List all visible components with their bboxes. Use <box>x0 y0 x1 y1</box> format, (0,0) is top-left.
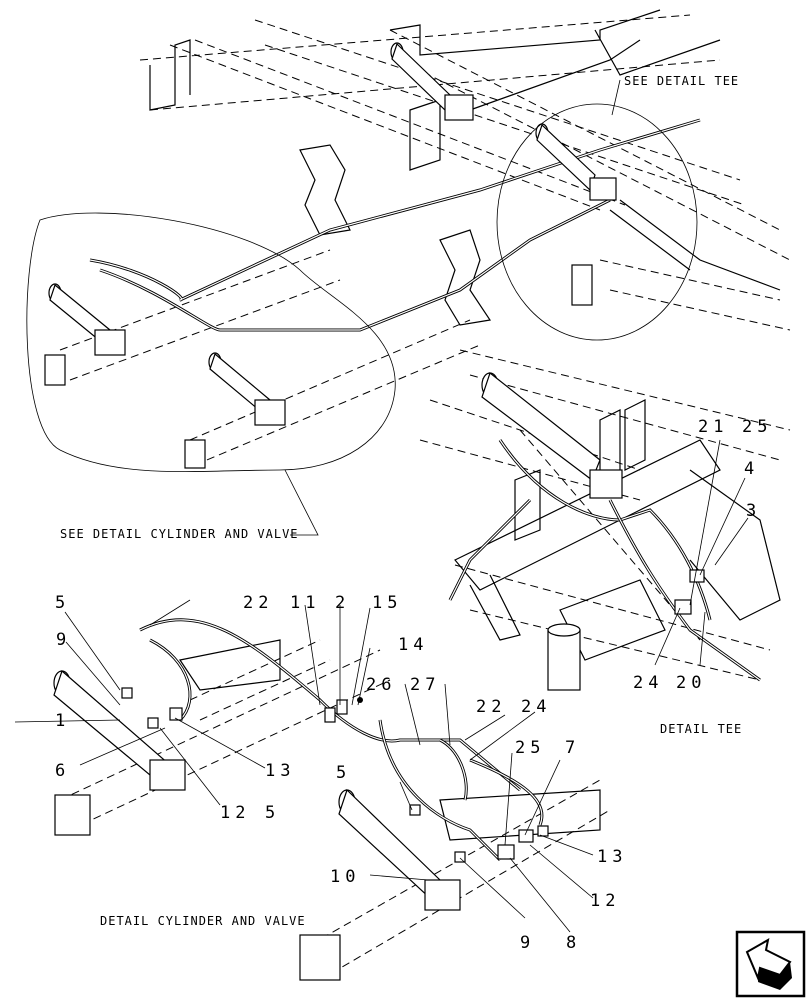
callout-cyl-13-right: 13 <box>597 847 627 867</box>
callout-tee-20: 20 <box>676 673 706 693</box>
callout-cyl-25: 25 <box>515 738 545 758</box>
callout-cyl-9-bottom: 9 <box>520 933 535 953</box>
callout-cyl-22-mid: 22 <box>476 697 506 717</box>
detail-cylinder-view <box>14 599 611 981</box>
overview-assembly <box>26 9 791 536</box>
callout-cyl-27: 27 <box>410 675 440 695</box>
callout-cyl-26: 26 <box>366 675 396 695</box>
cylinder-left-top <box>48 283 126 356</box>
callout-cyl-12-left: 12 <box>220 803 250 823</box>
callout-cyl-24: 24 <box>521 697 551 717</box>
callout-cyl-22-top: 22 <box>243 593 273 613</box>
callout-tee-3: 3 <box>746 501 761 521</box>
callout-tee-25: 25 <box>742 417 772 437</box>
next-page-arrow-icon[interactable] <box>735 930 806 998</box>
callout-cyl-5-left: 5 <box>265 803 280 823</box>
callout-cyl-5-top: 5 <box>55 593 70 613</box>
callout-cyl-8: 8 <box>566 933 581 953</box>
callout-cyl-15: 15 <box>372 593 402 613</box>
cylinder-left-detail <box>53 669 186 791</box>
callout-cyl-13-left: 13 <box>265 761 295 781</box>
detail-tee-view <box>419 349 791 691</box>
callout-tee-4: 4 <box>744 459 759 479</box>
cylinder-right-top <box>208 352 286 426</box>
callout-cyl-14: 14 <box>398 635 428 655</box>
callout-cyl-12-right: 12 <box>590 891 620 911</box>
callout-tee-21: 21 <box>698 417 728 437</box>
callout-cyl-2: 2 <box>335 593 350 613</box>
callout-cyl-7: 7 <box>565 738 580 758</box>
cylinder-tee-overview <box>535 123 617 201</box>
callout-cyl-9-top: 9 <box>56 630 71 650</box>
see-detail-tee-label: SEE DETAIL TEE <box>624 74 739 88</box>
detail-cylinder-label: DETAIL CYLINDER AND VALVE <box>100 914 306 928</box>
callout-cyl-1: 1 <box>55 711 70 731</box>
cylinder-top <box>390 42 474 121</box>
callout-cyl-11: 11 <box>290 593 320 613</box>
callout-cyl-10: 10 <box>330 867 360 887</box>
callout-tee-24: 24 <box>633 673 663 693</box>
see-detail-cylinder-label: SEE DETAIL CYLINDER AND VALVE <box>60 527 299 541</box>
detail-tee-label: DETAIL TEE <box>660 722 742 736</box>
cylinder-right-detail <box>338 788 461 911</box>
callout-cyl-5-mid: 5 <box>336 763 351 783</box>
callout-cyl-6: 6 <box>55 761 70 781</box>
tee-cylinder <box>481 371 623 499</box>
